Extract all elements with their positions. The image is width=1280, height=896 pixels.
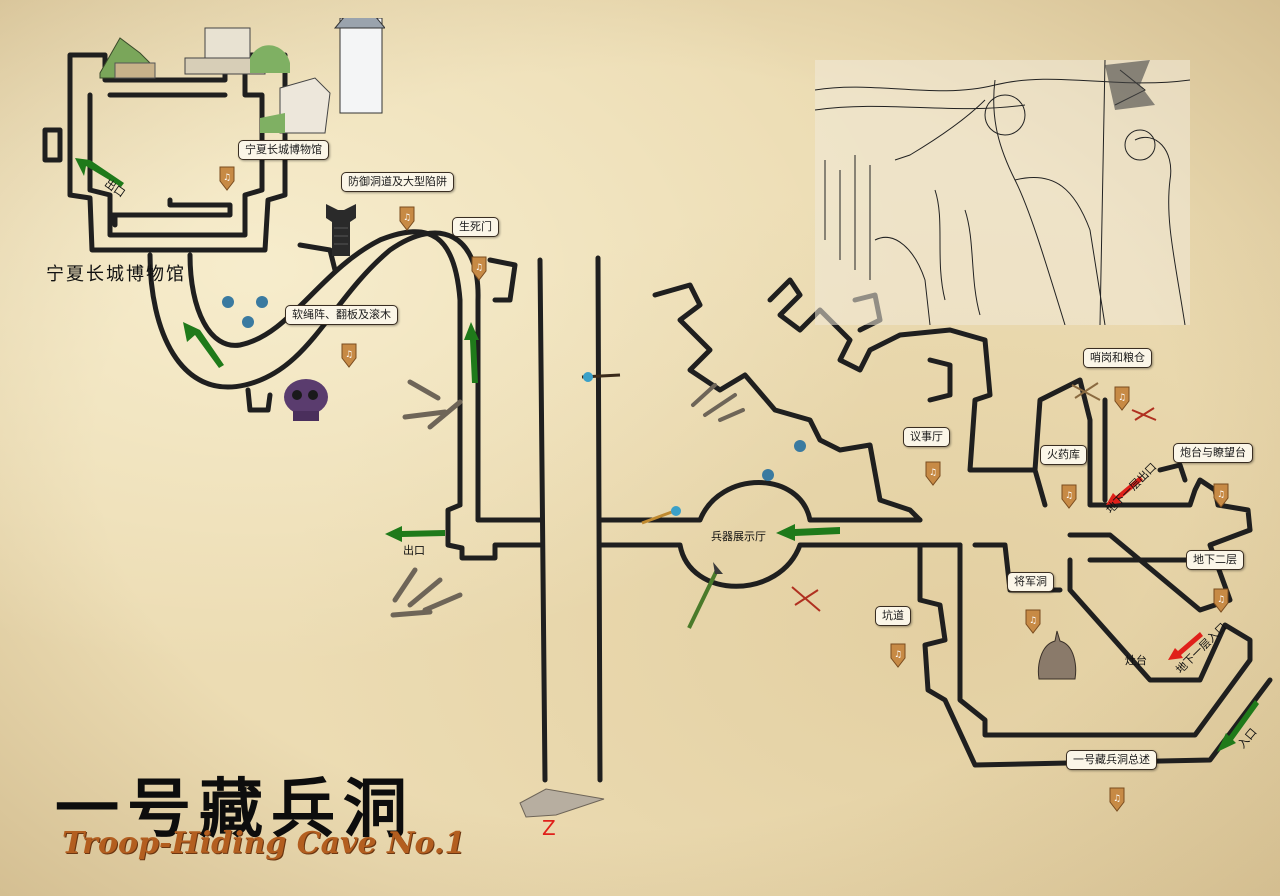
bones-icon xyxy=(390,567,463,618)
mace-icon xyxy=(222,296,268,328)
svg-text:♫: ♫ xyxy=(894,650,902,660)
warrior-illustration xyxy=(815,60,1190,325)
label-general-cave[interactable]: 将军洞 xyxy=(1007,572,1054,592)
label-defense-tunnel[interactable]: 防御洞道及大型陷阱 xyxy=(341,172,454,192)
scroll-audio-pin-icon[interactable]: ♫ xyxy=(889,642,907,668)
svg-text:♫: ♫ xyxy=(1065,491,1073,501)
label-barracks-watchtower[interactable]: 炮台与瞭望台 xyxy=(1173,443,1253,463)
page-subtitle: Troop-Hiding Cave No.1 xyxy=(62,826,466,861)
svg-text:♫: ♫ xyxy=(1113,794,1121,804)
scroll-audio-pin-icon[interactable]: ♫ xyxy=(1060,483,1078,509)
green-arrow-icon xyxy=(385,526,445,542)
museum-caption: 宁夏长城博物馆 xyxy=(46,264,186,285)
label-life-death-gate[interactable]: 生死门 xyxy=(452,217,499,237)
label-overview[interactable]: 一号藏兵洞总述 xyxy=(1066,750,1157,770)
scroll-audio-pin-icon[interactable]: ♫ xyxy=(1113,385,1131,411)
scroll-audio-pin-icon[interactable]: ♫ xyxy=(398,205,416,231)
great-wall-illustration xyxy=(99,18,385,134)
red-arrow-icon xyxy=(1168,632,1203,660)
svg-text:♫: ♫ xyxy=(345,350,353,360)
scroll-audio-pin-icon[interactable]: ♫ xyxy=(1108,786,1126,812)
label-council-hall[interactable]: 议事厅 xyxy=(903,427,950,447)
svg-text:♫: ♫ xyxy=(475,263,483,273)
mace-icon xyxy=(794,440,806,452)
label-trap-formation[interactable]: 软绳阵、翻板及滚木 xyxy=(285,305,398,325)
exit-label-left: 出口 xyxy=(403,544,425,557)
green-arrow-icon xyxy=(75,158,124,187)
scroll-audio-pin-icon[interactable]: ♫ xyxy=(924,460,942,486)
label-pit-passage[interactable]: 坑道 xyxy=(875,606,911,626)
svg-text:♫: ♫ xyxy=(1029,616,1037,626)
scroll-audio-pin-icon[interactable]: ♫ xyxy=(1212,587,1230,613)
scroll-audio-pin-icon[interactable]: ♫ xyxy=(470,255,488,281)
svg-text:♫: ♫ xyxy=(1217,595,1225,605)
green-arrow-icon xyxy=(464,322,479,383)
weapon-hall-label: 兵器展示厅 xyxy=(711,530,766,543)
stove-label: 灶台 xyxy=(1125,654,1147,667)
scroll-audio-pin-icon[interactable]: ♫ xyxy=(340,342,358,368)
arrow-weapon-icon xyxy=(581,372,621,382)
mace-icon xyxy=(762,469,774,481)
skull-icon xyxy=(284,379,328,421)
red-arrow-icon xyxy=(1106,476,1143,505)
svg-text:♫: ♫ xyxy=(1118,393,1126,403)
spear-icon xyxy=(687,562,723,629)
scroll-audio-pin-icon[interactable]: ♫ xyxy=(1024,608,1042,634)
svg-text:♫: ♫ xyxy=(403,213,411,223)
arrow-weapon-icon xyxy=(641,506,681,525)
svg-text:♫: ♫ xyxy=(1217,490,1225,500)
page-title: 一号藏兵洞 xyxy=(55,772,415,847)
label-museum[interactable]: 宁夏长城博物馆 xyxy=(238,140,329,160)
scroll-audio-pin-icon[interactable]: ♫ xyxy=(218,165,236,191)
svg-text:♫: ♫ xyxy=(223,173,231,183)
crossbow-icon xyxy=(791,586,821,612)
label-armory[interactable]: 火药库 xyxy=(1040,445,1087,465)
armor-icon xyxy=(326,204,356,256)
bones-icon xyxy=(402,379,463,430)
green-arrow-icon xyxy=(776,524,840,541)
label-sentry-granary[interactable]: 哨岗和粮仓 xyxy=(1083,348,1152,368)
label-underground-2[interactable]: 地下二层 xyxy=(1186,550,1244,570)
helmet-icon xyxy=(1037,630,1077,680)
green-arrow-icon xyxy=(183,322,224,368)
stone-arrowhead-icon: Z xyxy=(519,788,605,840)
svg-text:Z: Z xyxy=(542,816,556,840)
green-arrow-icon xyxy=(1217,700,1259,752)
bones-icon xyxy=(691,383,745,422)
scroll-audio-pin-icon[interactable]: ♫ xyxy=(1212,482,1230,508)
svg-text:♫: ♫ xyxy=(929,468,937,478)
crossbow-icon xyxy=(1071,382,1101,401)
crossbow-icon xyxy=(1131,407,1157,421)
